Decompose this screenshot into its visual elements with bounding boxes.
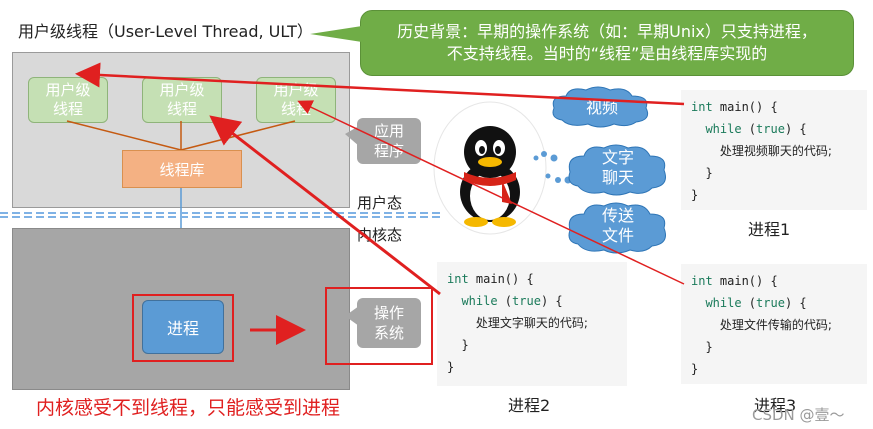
code-cond-close: ) { bbox=[784, 296, 807, 310]
code-keyword-while: while bbox=[705, 296, 742, 310]
code-block-process-3: int main() { while (true) { 处理文件传输的代码; }… bbox=[681, 264, 867, 384]
code-close-inner: } bbox=[461, 338, 469, 352]
application-line2: 程序 bbox=[373, 142, 404, 160]
code-cond-close: ) { bbox=[784, 122, 807, 136]
thread-label-line2: 线程 bbox=[52, 100, 83, 118]
os-highlight bbox=[325, 287, 433, 365]
code-cond-open: ( bbox=[741, 296, 757, 310]
code-body: 处理文件传输的代码; bbox=[719, 318, 832, 332]
user-kernel-divider bbox=[0, 212, 440, 218]
process-highlight bbox=[132, 294, 234, 362]
user-mode-label: 用户态 bbox=[357, 194, 403, 212]
application-line1: 应用 bbox=[373, 122, 404, 140]
history-line-1: 历史背景：早期的操作系统（如：早期Unix）只支持进程， bbox=[397, 22, 817, 41]
code-keyword-true: true bbox=[512, 294, 541, 308]
penguin-illustration bbox=[433, 101, 547, 235]
os-line2: 系统 bbox=[373, 324, 404, 342]
code-block-process-2: int main() { while (true) { 处理文字聊天的代码; }… bbox=[437, 262, 627, 386]
thread-label-line1: 用户级 bbox=[159, 81, 205, 99]
history-callout-pointer bbox=[310, 26, 362, 42]
process-box: 进程 bbox=[142, 300, 224, 354]
cloud-text-chat-line2: 聊天 bbox=[601, 168, 634, 187]
user-level-thread-2: 用户级 线程 bbox=[142, 77, 222, 123]
code-main-signature: main() { bbox=[712, 100, 778, 114]
code-close-outer: } bbox=[691, 362, 699, 376]
code-keyword-while: while bbox=[705, 122, 742, 136]
os-callout-pointer bbox=[345, 306, 359, 326]
thread-library: 线程库 bbox=[122, 150, 242, 188]
process-2-label: 进程2 bbox=[508, 396, 551, 415]
arrow-code2-to-thread2 bbox=[209, 115, 441, 296]
history-line-2: 不支持线程。当时的“线程”是由线程库实现的 bbox=[446, 44, 768, 63]
history-callout: 历史背景：早期的操作系统（如：早期Unix）只支持进程， 不支持线程。当时的“线… bbox=[360, 10, 854, 76]
code-keyword-true: true bbox=[756, 296, 785, 310]
cloud-video-line1: 视频 bbox=[585, 98, 618, 117]
code-close-inner: } bbox=[705, 166, 713, 180]
code-body: 处理视频聊天的代码; bbox=[719, 144, 832, 158]
code-keyword-true: true bbox=[756, 122, 785, 136]
process-3-label: 进程3 bbox=[754, 396, 797, 415]
cloud-file-transfer-label: 传送 文件 bbox=[590, 206, 646, 246]
cloud-text-chat-label: 文字 聊天 bbox=[590, 148, 646, 188]
code-body: 处理文字聊天的代码; bbox=[475, 316, 588, 330]
os-callout: 操作 系统 bbox=[357, 298, 421, 348]
code-close-outer: } bbox=[447, 360, 455, 374]
diagram-title: 用户级线程（User-Level Thread, ULT） bbox=[18, 22, 313, 41]
code-cond-close: ) { bbox=[540, 294, 563, 308]
csdn-watermark: CSDN @壹～ bbox=[752, 406, 845, 424]
code-main-signature: main() { bbox=[468, 272, 534, 286]
cloud-text-chat bbox=[568, 144, 666, 196]
cloud-file-transfer-line1: 传送 bbox=[601, 206, 634, 225]
arrow-code1-to-thread1 bbox=[75, 62, 685, 106]
thread-label-line2: 线程 bbox=[166, 100, 197, 118]
code-main-signature: main() { bbox=[712, 274, 778, 288]
code-keyword-int: int bbox=[447, 272, 469, 286]
code-keyword-int: int bbox=[691, 274, 713, 288]
application-callout: 应用 程序 bbox=[357, 118, 421, 164]
code-close-outer: } bbox=[691, 188, 699, 202]
code-cond-open: ( bbox=[497, 294, 513, 308]
application-callout-pointer bbox=[345, 126, 359, 146]
code-close-inner: } bbox=[705, 340, 713, 354]
os-line1: 操作 bbox=[373, 304, 404, 322]
cloud-video-label: 视频 bbox=[574, 98, 630, 118]
kernel-note: 内核感受不到线程，只能感受到进程 bbox=[36, 397, 341, 419]
process-1-label: 进程1 bbox=[748, 220, 791, 239]
code-keyword-while: while bbox=[461, 294, 498, 308]
arrow-code3-to-thread3 bbox=[297, 100, 685, 285]
cloud-file-transfer-line2: 文件 bbox=[601, 226, 634, 245]
code-cond-open: ( bbox=[741, 122, 757, 136]
cloud-text-chat-line1: 文字 bbox=[601, 148, 634, 167]
code-keyword-int: int bbox=[691, 100, 713, 114]
code-block-process-1: int main() { while (true) { 处理视频聊天的代码; }… bbox=[681, 90, 867, 210]
